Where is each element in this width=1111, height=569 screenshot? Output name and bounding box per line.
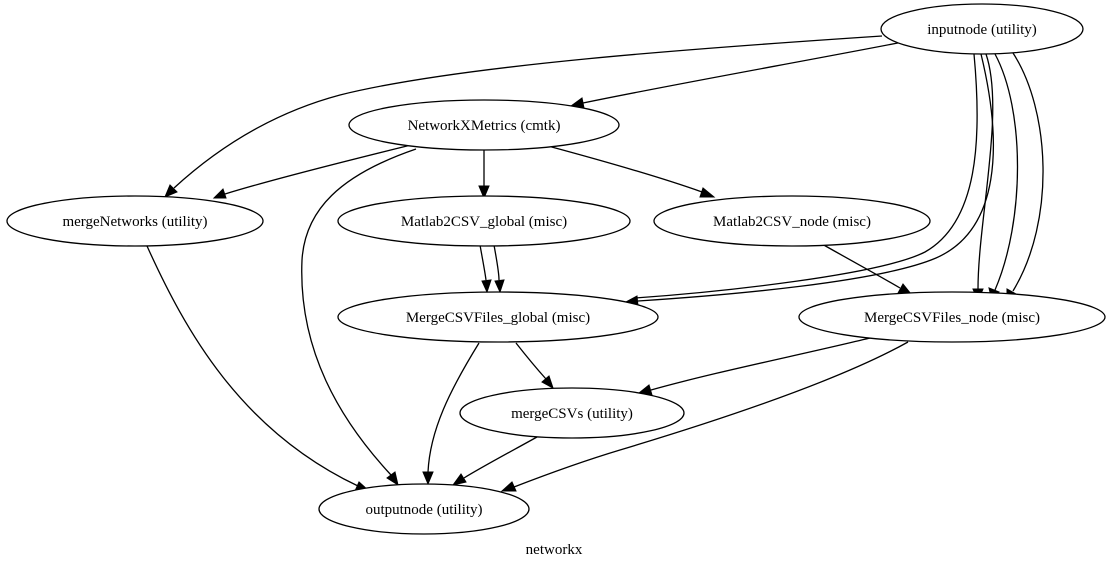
node-inputnode[interactable]: inputnode (utility) bbox=[880, 3, 1084, 55]
node-mergecsvfiles-global[interactable]: MergeCSVFiles_global (misc) bbox=[337, 291, 659, 343]
edge-mergenetworks-to-outputnode bbox=[146, 245, 371, 492]
edge-matlab2csv-global-to-mergecsvfiles-global-b bbox=[493, 244, 505, 294]
node-label: NetworkXMetrics (cmtk) bbox=[408, 118, 561, 134]
edge-mergecsvs-to-outputnode bbox=[451, 436, 538, 486]
node-label: Matlab2CSV_node (misc) bbox=[713, 214, 871, 230]
node-label: mergeNetworks (utility) bbox=[62, 214, 207, 230]
edge-networkxmetrics-to-outputnode bbox=[301, 148, 417, 487]
edge-networkxmetrics-to-matlab2csv-node bbox=[547, 145, 716, 198]
node-matlab2csv-global[interactable]: Matlab2CSV_global (misc) bbox=[337, 195, 631, 247]
node-label: inputnode (utility) bbox=[927, 22, 1037, 38]
edge-inputnode-to-mergecsvfiles-global-a bbox=[634, 53, 978, 299]
node-matlab2csv-node[interactable]: Matlab2CSV_node (misc) bbox=[653, 195, 931, 247]
graph-nodes: inputnode (utility) NetworkXMetrics (cmt… bbox=[6, 3, 1106, 535]
node-mergenetworks[interactable]: mergeNetworks (utility) bbox=[6, 195, 264, 247]
node-networkxmetrics[interactable]: NetworkXMetrics (cmtk) bbox=[348, 99, 620, 151]
node-outputnode[interactable]: outputnode (utility) bbox=[318, 483, 530, 535]
node-mergecsvfiles-node[interactable]: MergeCSVFiles_node (misc) bbox=[798, 291, 1106, 343]
node-label: MergeCSVFiles_node (misc) bbox=[864, 310, 1040, 326]
graph-title: networkx bbox=[526, 542, 583, 558]
edge-mergecsvfiles-node-to-outputnode bbox=[500, 341, 909, 492]
edge-inputnode-to-mergecsvfiles-node-b bbox=[988, 53, 1019, 303]
edge-networkxmetrics-to-mergenetworks bbox=[212, 144, 412, 199]
edge-mergecsvfiles-global-to-mergecsvs bbox=[515, 342, 554, 390]
edge-networkxmetrics-to-matlab2csv-global bbox=[478, 150, 490, 200]
edge-mergecsvfiles-node-to-mergecsvs bbox=[637, 337, 871, 396]
edge-inputnode-to-mergecsvfiles-global-b bbox=[624, 53, 994, 307]
node-mergecsvs[interactable]: mergeCSVs (utility) bbox=[459, 387, 685, 439]
node-label: mergeCSVs (utility) bbox=[511, 406, 633, 422]
edge-inputnode-to-mergecsvfiles-node-c bbox=[1006, 52, 1044, 304]
edge-matlab2csv-global-to-mergecsvfiles-global-a bbox=[479, 244, 492, 294]
edge-inputnode-to-mergenetworks bbox=[164, 35, 883, 198]
edge-inputnode-to-networkxmetrics bbox=[569, 41, 904, 109]
node-label: Matlab2CSV_global (misc) bbox=[401, 214, 567, 230]
edge-matlab2csv-node-to-mergecsvfiles-node bbox=[821, 243, 913, 295]
node-label: MergeCSVFiles_global (misc) bbox=[406, 310, 590, 326]
node-label: outputnode (utility) bbox=[365, 502, 482, 518]
edge-mergecsvfiles-global-to-outputnode bbox=[422, 342, 480, 486]
